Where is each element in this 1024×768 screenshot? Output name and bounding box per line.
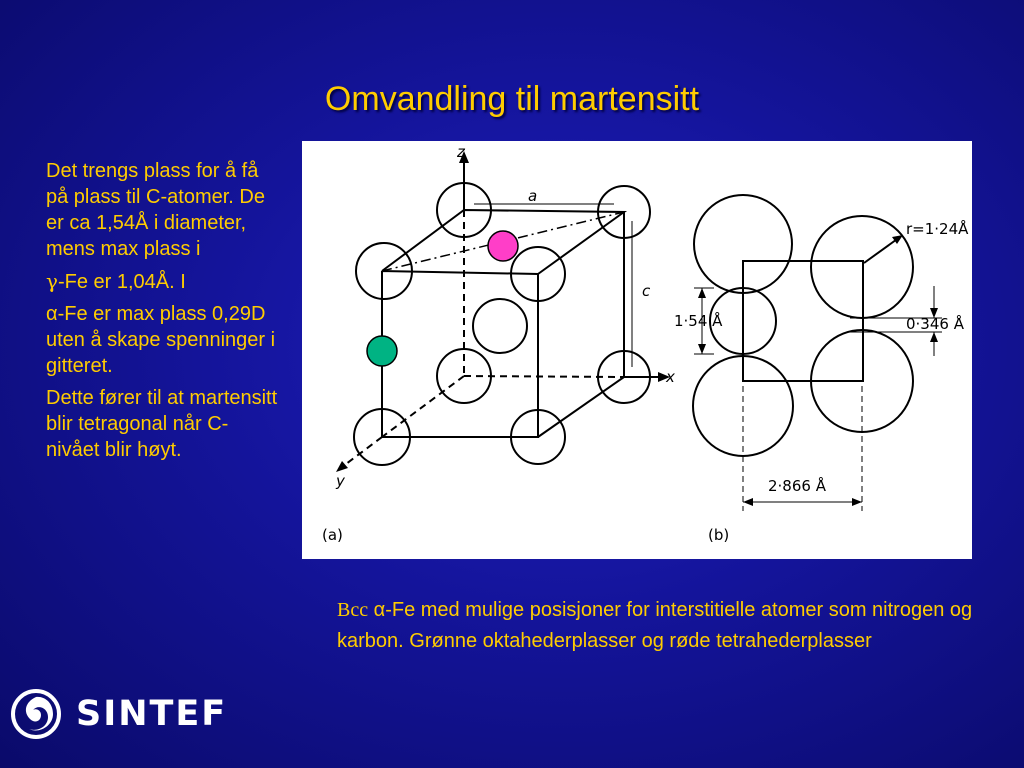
left-text-block: Det trengs plass for å få på plass til C… <box>46 158 281 469</box>
gamma-symbol: γ <box>46 269 58 293</box>
sintef-logo-text: SINTEF <box>76 694 228 734</box>
sintef-logo: SINTEF <box>10 688 227 740</box>
figure-svg: z a c x y (a) (b) r=1·24Å 1·54 Å 0·346 Å… <box>322 143 969 544</box>
paragraph-alpha-fe: α-Fe er max plass 0,29D uten å skape spe… <box>46 303 276 377</box>
caption-text: α-Fe med mulige posisjoner for interstit… <box>337 599 973 652</box>
figure-caption: Bcc α-Fe med mulige posisjoner for inter… <box>337 595 977 657</box>
body-center-atom <box>472 298 528 354</box>
width-label: 2·866 Å <box>768 476 827 495</box>
paragraph-tetragonal: Dette fører til at martensitt blir tetra… <box>46 387 278 461</box>
sintef-logo-icon <box>11 689 61 739</box>
slide-title: Omvandling til martensitt <box>324 80 700 118</box>
axis-x-label: x <box>665 368 675 386</box>
panel-a-label: (a) <box>322 526 343 544</box>
caption-bcc: Bcc <box>337 599 369 621</box>
octahedral-site-marker <box>366 335 398 367</box>
radius-label: r=1·24Å <box>906 219 969 238</box>
label-c: c <box>642 282 651 300</box>
tetrahedral-site-marker <box>487 230 519 262</box>
axis-y-label: y <box>335 472 346 490</box>
diameter-label: 1·54 Å <box>674 311 723 330</box>
label-a: a <box>528 187 537 205</box>
paragraph-space-needed: Det trengs plass for å få på plass til C… <box>46 160 265 260</box>
paragraph-gamma-fe: γ-Fe er 1,04Å. I <box>46 269 186 293</box>
axis-z-label: z <box>456 143 466 161</box>
gap-label: 0·346 Å <box>906 314 965 333</box>
panel-b-label: (b) <box>708 526 729 544</box>
bcc-lattice-figure: z a c x y (a) (b) r=1·24Å 1·54 Å 0·346 Å… <box>302 141 972 559</box>
